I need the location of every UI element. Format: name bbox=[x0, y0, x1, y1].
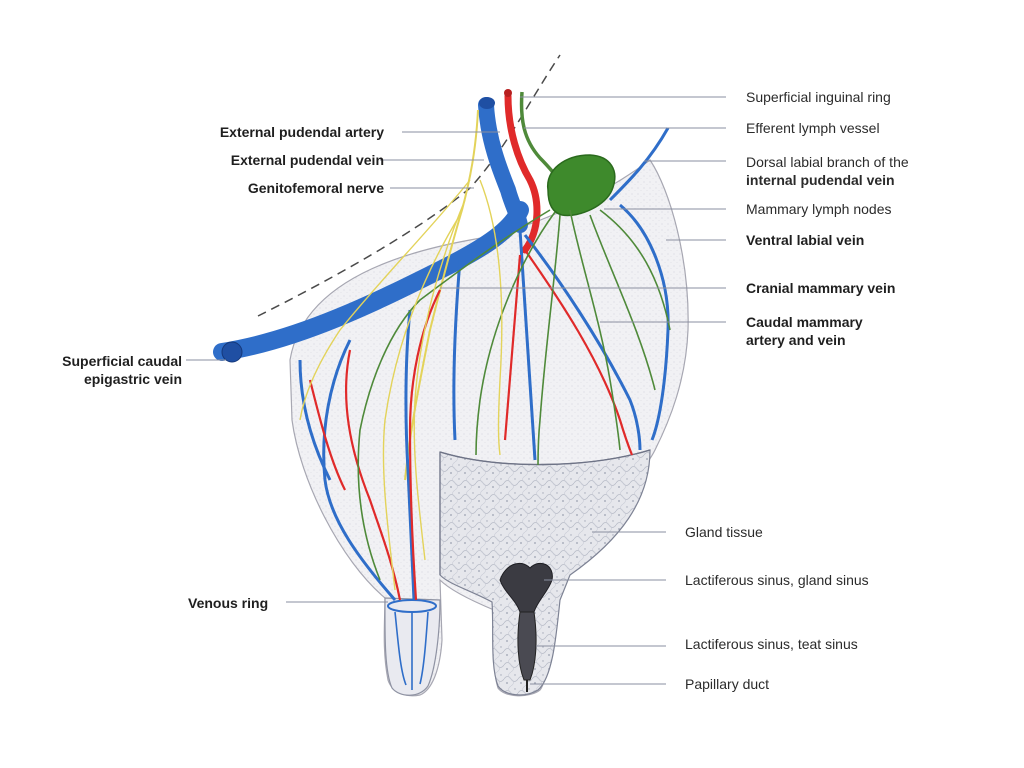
label-efferent-lymph-vessel: Efferent lymph vessel bbox=[746, 120, 880, 136]
nerve-branches bbox=[299, 179, 503, 591]
label-superficial-caudal-line2: epigastric vein bbox=[83, 371, 182, 387]
superficial-caudal-epigastric-vein bbox=[213, 201, 529, 361]
label-superficial-caudal-line1: Superficial caudal bbox=[62, 353, 182, 369]
label-superficial-inguinal-ring: Superficial inguinal ring bbox=[746, 89, 891, 105]
label-cranial-mammary-vein: Cranial mammary vein bbox=[746, 280, 896, 296]
teat-sinus bbox=[517, 611, 537, 681]
dorsal-labial-branch bbox=[608, 127, 670, 202]
label-teat-sinus: Lactiferous sinus, teat sinus bbox=[685, 636, 858, 652]
label-mammary-lymph-nodes: Mammary lymph nodes bbox=[746, 201, 892, 217]
label-caudal-mammary-line2: artery and vein bbox=[746, 332, 846, 348]
mammary-lymph-node bbox=[547, 154, 616, 217]
leader-lines bbox=[186, 96, 726, 685]
body-wall-dashed-line bbox=[257, 54, 561, 317]
label-venous-ring: Venous ring bbox=[188, 595, 269, 611]
efferent-lymph-vessel bbox=[519, 91, 562, 182]
label-external-pudendal-artery: External pudendal artery bbox=[219, 124, 384, 140]
label-caudal-mammary-line1: Caudal mammary bbox=[746, 314, 863, 330]
external-pudendal-artery bbox=[504, 92, 541, 254]
label-dorsal-labial-line2: internal pudendal vein bbox=[746, 172, 895, 188]
label-gland-tissue: Gland tissue bbox=[685, 524, 763, 540]
label-superficial-caudal-epigastric-vein: Superficial caudal epigastric vein bbox=[62, 352, 182, 388]
label-gland-sinus: Lactiferous sinus, gland sinus bbox=[685, 572, 869, 588]
ventral-labial-vein bbox=[619, 203, 670, 441]
lymph-vessels bbox=[357, 209, 671, 581]
label-genitofemoral-nerve: Genitofemoral nerve bbox=[247, 180, 384, 196]
label-ventral-labial-vein: Ventral labial vein bbox=[746, 232, 865, 248]
label-papillary-duct: Papillary duct bbox=[685, 676, 770, 692]
cranial-mammary-branches bbox=[298, 229, 642, 601]
label-dorsal-labial-branch: Dorsal labial branch of the internal pud… bbox=[746, 153, 909, 189]
label-caudal-mammary: Caudal mammary artery and vein bbox=[746, 313, 863, 349]
label-dorsal-labial-line1: Dorsal labial branch of the bbox=[746, 154, 909, 170]
label-external-pudendal-vein: External pudendal vein bbox=[230, 152, 384, 168]
external-pudendal-vein-trunk bbox=[478, 97, 528, 233]
